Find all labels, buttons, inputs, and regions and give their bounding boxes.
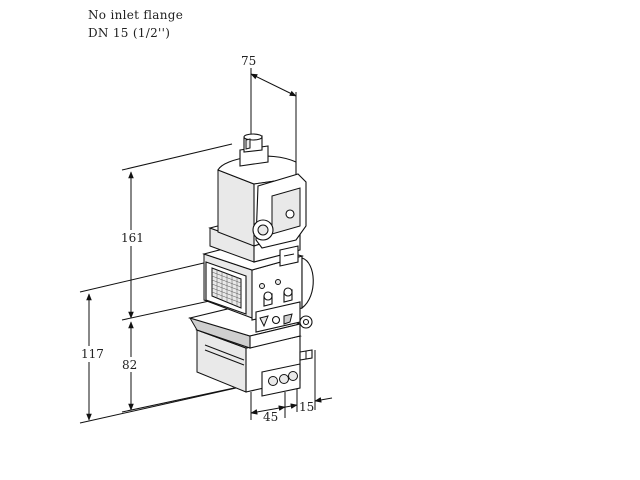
- caption-no-inlet-flange: No inlet flange: [88, 8, 184, 22]
- fitting-icon: [263, 291, 273, 301]
- dimension-label-45: 45: [263, 410, 278, 424]
- dimension-label-82: 82: [122, 358, 137, 372]
- flow-arrow-icon: [259, 315, 269, 328]
- solenoid-coil: [217, 133, 307, 249]
- dimension-height-upper: 161: [120, 143, 233, 321]
- port-icon: [268, 376, 278, 386]
- dimension-offset-bottom: 15: [279, 350, 333, 414]
- dimension-label-15: 15: [299, 400, 314, 414]
- port-icon: [288, 371, 298, 381]
- caption-dn-size: DN 15 (1/2''): [88, 26, 171, 40]
- dimension-width-bottom: 45: [250, 392, 286, 424]
- dimension-label-117: 117: [81, 347, 104, 361]
- lower-housing: [187, 305, 313, 397]
- dimension-label-161: 161: [121, 231, 144, 245]
- dimension-height-total: 117: [79, 261, 237, 424]
- dimension-height-lower: 82: [121, 321, 235, 413]
- fitting-icon: [283, 287, 293, 297]
- valve-body: [187, 133, 314, 397]
- dimension-label-75: 75: [241, 54, 256, 68]
- port-icon: [279, 374, 289, 384]
